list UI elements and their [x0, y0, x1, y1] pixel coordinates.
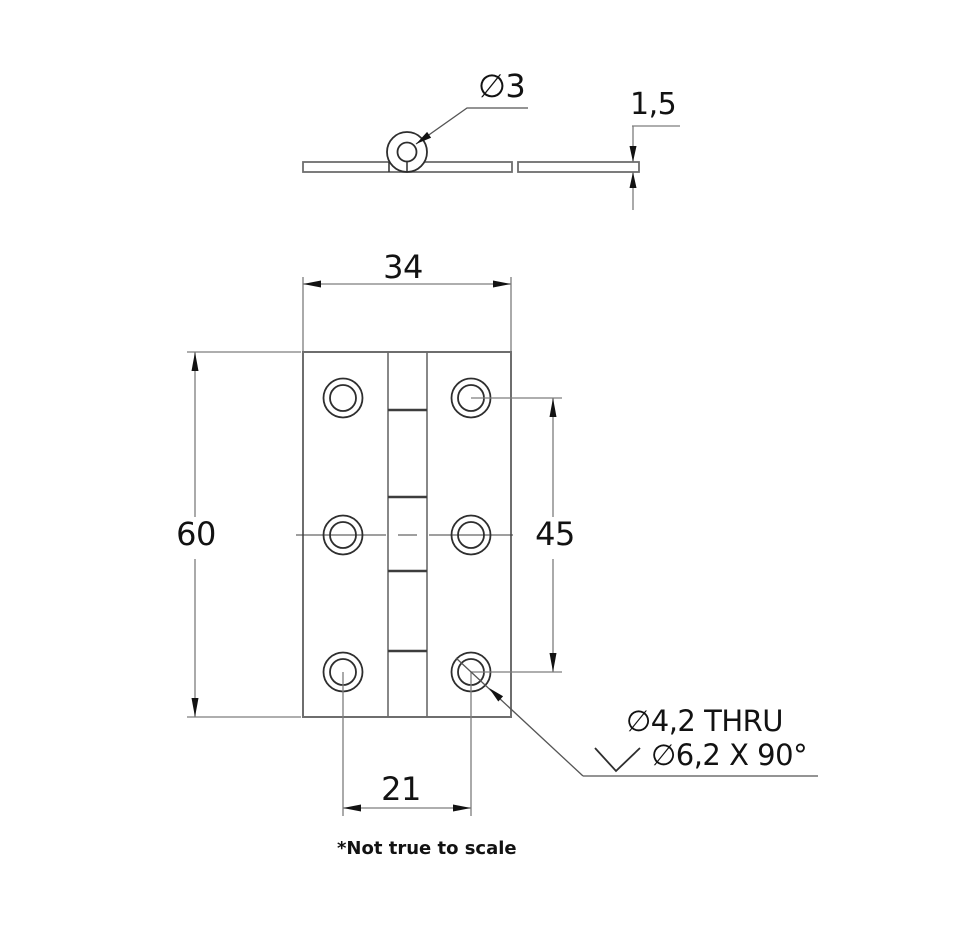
thickness-label: 1,5 [630, 87, 677, 122]
height-dimension-label: 60 [176, 515, 216, 553]
not-to-scale-note: *Not true to scale [337, 838, 517, 859]
arrowhead-right [453, 804, 471, 812]
thickness-dimension [629, 125, 680, 210]
hole-row-spacing-dimension [471, 397, 562, 673]
leader-arrowhead [489, 688, 504, 702]
top-view [302, 131, 640, 173]
arrowhead-down [191, 698, 199, 717]
arrowhead-up [549, 398, 557, 417]
arrowhead-right [493, 280, 511, 288]
hole-circle [329, 384, 357, 412]
arrowhead-left [343, 804, 361, 812]
leader-arrowhead [416, 131, 432, 144]
pin-diameter-leader [415, 107, 528, 145]
countersink-v-icon [594, 747, 641, 773]
width-dimension-label: 34 [383, 248, 423, 286]
leaf-right-edge-view [517, 161, 640, 173]
countersunk-hole-middle-right [450, 514, 492, 556]
countersink-circle [322, 514, 364, 556]
pin-circle [396, 141, 418, 163]
hole-callout-line2: ∅6,2 X 90° [651, 738, 808, 772]
hole-column-spacing-dimension [342, 672, 472, 816]
countersunk-hole-middle-left [322, 514, 364, 556]
hole-row-spacing-label: 45 [535, 515, 575, 553]
hole-circle [329, 521, 357, 549]
width-dimension [302, 277, 512, 351]
height-dimension [187, 351, 301, 718]
leader-line [415, 107, 528, 145]
arrowhead-down [549, 653, 557, 672]
leader-line [455, 657, 584, 777]
arrowhead-up [191, 352, 199, 371]
countersink-circle [322, 377, 364, 419]
hole-callout-leader [455, 657, 818, 777]
countersink-circle [450, 514, 492, 556]
hole-circle [457, 521, 485, 549]
hole-callout-line1: ∅4,2 THRU [626, 704, 784, 738]
arrowhead-up [629, 172, 637, 188]
pin-diameter-label: ∅3 [478, 67, 526, 105]
arrowhead-down [629, 146, 637, 162]
countersunk-hole-top-left [322, 377, 364, 419]
arrowhead-left [303, 280, 321, 288]
hole-column-spacing-label: 21 [381, 770, 421, 808]
front-view [296, 351, 513, 718]
